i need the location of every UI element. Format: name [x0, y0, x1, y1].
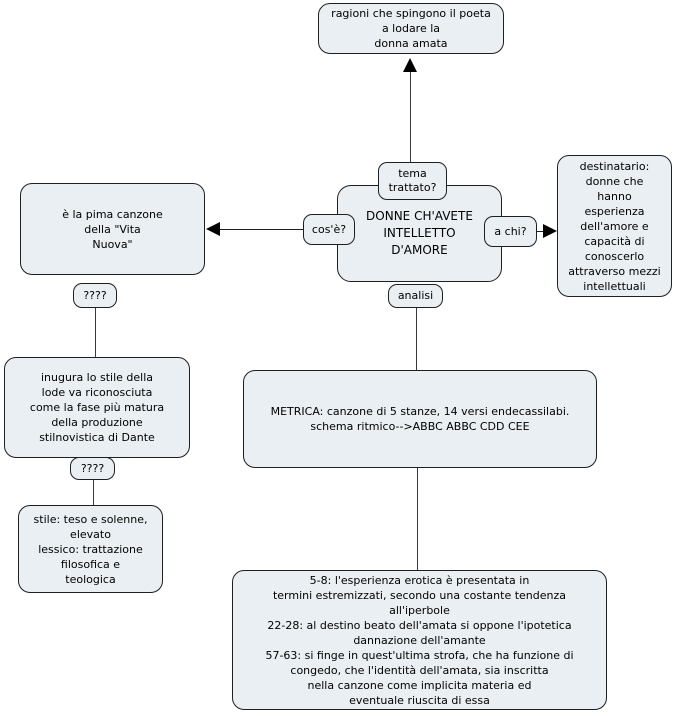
node-praise-style[interactable]: inugura lo stile della lode va riconosci…	[4, 357, 190, 458]
connector-question1-to-praise-style	[95, 308, 96, 357]
label-analisi[interactable]: analisi	[388, 284, 443, 308]
label-a-chi[interactable]: a chi?	[484, 216, 537, 247]
label-tema-trattato[interactable]: tema trattato?	[378, 162, 447, 200]
node-recipient[interactable]: destinatario: donne che hanno esperienza…	[557, 155, 672, 297]
arrow-left-icon	[206, 222, 220, 236]
connector-question2-to-style-lexicon	[93, 480, 94, 505]
label-question-1[interactable]: ????	[73, 283, 117, 308]
node-reasons[interactable]: ragioni che spingono il poeta a lodare l…	[318, 3, 504, 54]
arrow-up-icon	[403, 58, 417, 72]
connector-main-to-recipient	[537, 231, 545, 232]
connector-main-to-first-canzone	[212, 229, 303, 230]
node-metrica[interactable]: METRICA: canzone di 5 stanze, 14 versi e…	[243, 370, 597, 468]
node-analysis-detail[interactable]: 5-8: l'esperienza erotica è presentata i…	[232, 570, 607, 710]
connector-main-to-reasons	[410, 72, 411, 162]
node-style-lexicon[interactable]: stile: teso e solenne, elevato lessico: …	[18, 505, 163, 593]
arrow-right-icon	[543, 224, 557, 238]
node-first-canzone[interactable]: è la pima canzone della "Vita Nuova"	[20, 183, 205, 275]
connector-analisi-to-metrica	[416, 308, 417, 370]
connector-metrica-to-detail	[417, 468, 418, 570]
label-question-2[interactable]: ????	[70, 457, 115, 480]
label-cose[interactable]: cos'è?	[303, 214, 355, 245]
node-main-title[interactable]: DONNE CH'AVETE INTELLETTO D'AMORE	[337, 185, 502, 282]
